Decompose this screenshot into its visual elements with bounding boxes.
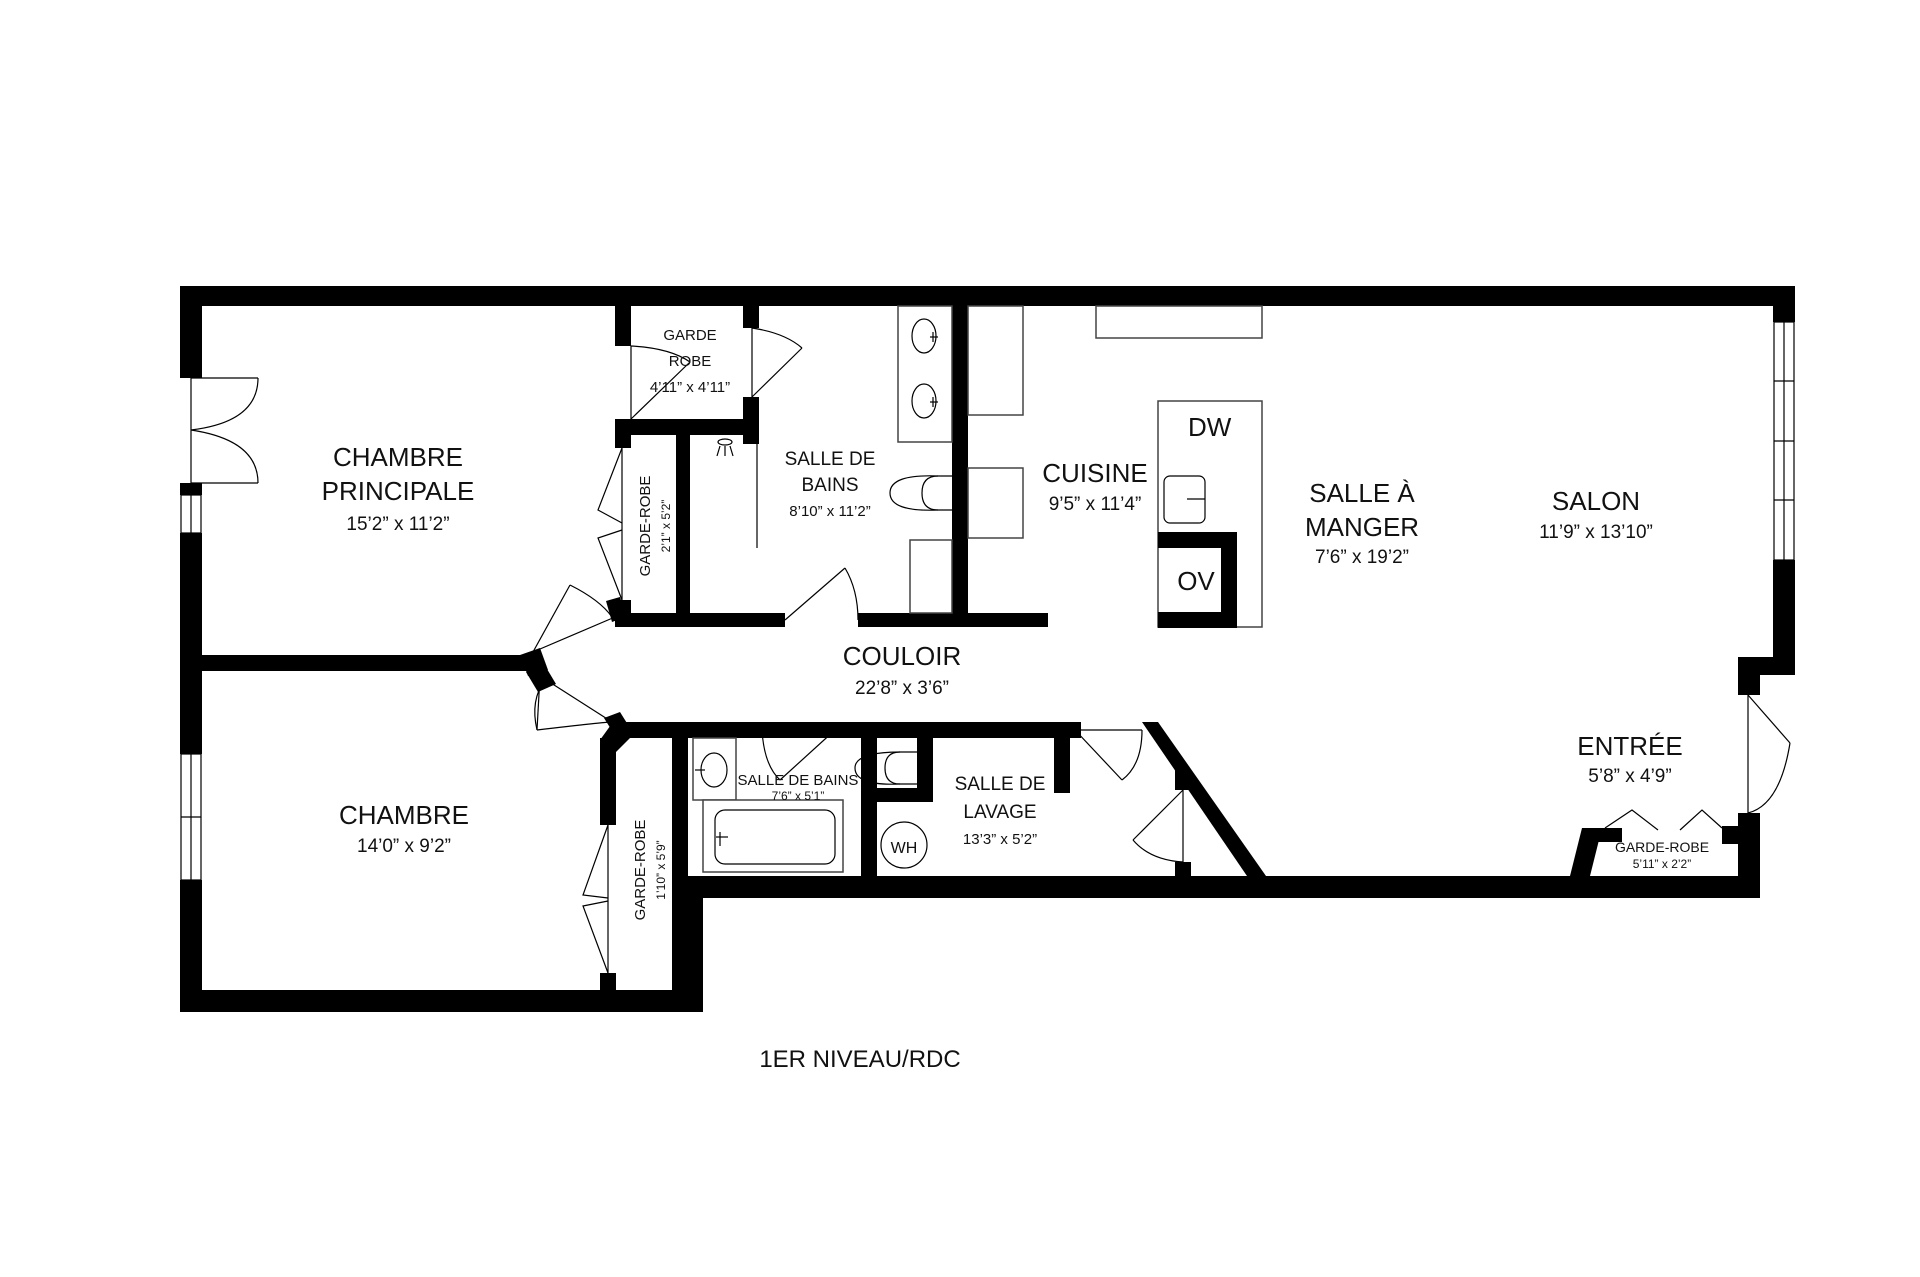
oven-icon — [1158, 532, 1237, 628]
windows — [180, 321, 1795, 881]
room-name: PRINCIPALE — [322, 476, 475, 506]
room-dims: 13’3” x 5’2” — [963, 831, 1037, 848]
room-name: SALLE DE BAINS — [738, 772, 859, 789]
door-garde-robe-top-bath[interactable] — [751, 327, 803, 398]
room-dims: 9’5” x 11’4” — [1049, 494, 1142, 515]
door-diagonal-closet[interactable] — [1132, 789, 1184, 863]
room-name: BAINS — [801, 475, 858, 496]
room-dims: 7’6” x 5’1” — [772, 789, 825, 803]
room-name: MANGER — [1305, 512, 1419, 542]
bath-cabinet — [909, 539, 953, 614]
water-heater-icon — [880, 821, 928, 869]
room-dims: 22’8” x 3’6” — [855, 678, 949, 699]
room-dims: 4’11” x 4’11” — [650, 379, 730, 396]
kitchen-counters — [967, 305, 1263, 628]
room-dims: 2’1” x 5’2” — [659, 500, 673, 553]
room-dims: 7’6” x 19’2” — [1315, 547, 1409, 568]
bifold-door-garde-robe-left[interactable] — [597, 447, 623, 601]
appliance-label: WH — [891, 840, 918, 857]
room-name: CHAMBRE — [339, 800, 469, 830]
door-salle-de-bains-small[interactable] — [761, 729, 836, 781]
room-name: COULOIR — [843, 641, 961, 671]
room-dims: 14’0” x 9’2” — [357, 836, 451, 857]
room-dims: 5’8” x 4’9” — [1588, 766, 1671, 787]
room-name: GARDE — [663, 327, 716, 344]
bathroom-vanity — [897, 305, 953, 443]
room-name: SALON — [1552, 486, 1640, 516]
door-chambre-principale[interactable] — [532, 584, 616, 653]
door-garde-robe-top[interactable] — [630, 345, 691, 420]
room-name: GARDE-ROBE — [637, 476, 654, 577]
room-name: GARDE-ROBE — [1615, 839, 1709, 855]
small-bath-fixtures — [692, 737, 917, 873]
room-dims: 5’11” x 2’2” — [1633, 857, 1691, 871]
appliance-label: OV — [1177, 566, 1215, 596]
room-name: GARDE-ROBE — [632, 820, 649, 921]
bifold-door-garde-robe-entree[interactable] — [1604, 809, 1723, 831]
door-chambre[interactable] — [534, 675, 613, 731]
toilet-icon — [889, 475, 952, 511]
room-name: CHAMBRE — [333, 442, 463, 472]
door-salle-de-bains-main[interactable] — [784, 567, 859, 621]
room-name: LAVAGE — [963, 802, 1036, 823]
bifold-door-garde-robe-chambre[interactable] — [582, 824, 609, 974]
room-dims: 11’9” x 13’10” — [1539, 522, 1653, 543]
room-name: SALLE À — [1309, 478, 1415, 508]
room-dims: 8’10” x 11’2” — [789, 503, 870, 520]
appliance-label: DW — [1188, 412, 1232, 442]
door-entree[interactable] — [1747, 694, 1791, 814]
french-door-icon[interactable] — [190, 377, 259, 484]
room-dims: 1’10” x 5’9” — [654, 840, 668, 899]
labels: CHAMBRE PRINCIPALE 15’2” x 11’2” GARDE R… — [322, 327, 1709, 1073]
interior-walls — [200, 306, 1738, 990]
room-name: ROBE — [669, 353, 712, 370]
room-name: ENTRÉE — [1577, 731, 1682, 761]
room-name: SALLE DE — [955, 774, 1046, 795]
shower-icon — [716, 435, 758, 548]
room-name: SALLE DE — [785, 449, 876, 470]
room-dims: 15’2” x 11’2” — [346, 514, 449, 535]
floor-title: 1ER NIVEAU/RDC — [759, 1046, 960, 1073]
room-name: CUISINE — [1042, 458, 1147, 488]
door-salle-de-lavage[interactable] — [1074, 729, 1143, 781]
